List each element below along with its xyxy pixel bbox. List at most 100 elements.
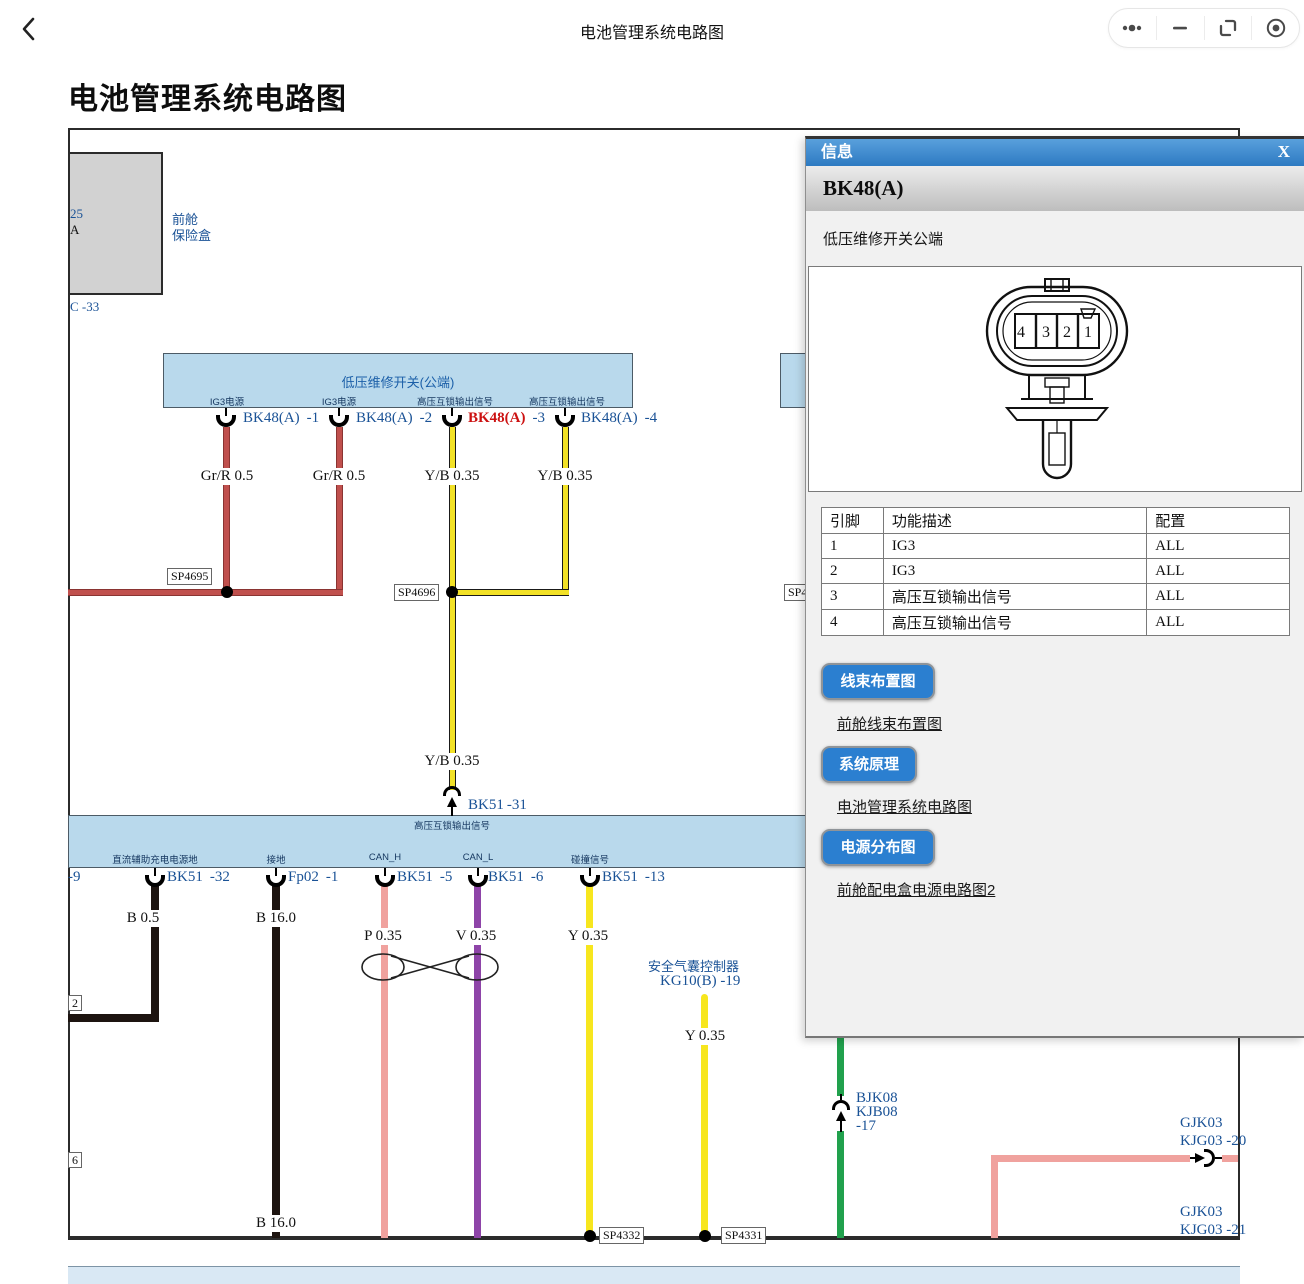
power-distribution-link[interactable]: 前舱配电盒电源电路图2: [837, 882, 996, 899]
page-ref-box-2[interactable]: 2: [68, 995, 82, 1011]
pin-cup-icon: [555, 415, 575, 427]
fusebox-connector-label[interactable]: C -33: [70, 299, 100, 314]
wire-label-b05: B 0.5: [124, 910, 162, 927]
wire-label-p035: P 0.35: [362, 928, 404, 945]
wire-label-yb-2: Y/B 0.35: [535, 468, 595, 485]
pin-label-gjk03-bottom[interactable]: GJK03: [1180, 1204, 1223, 1220]
wire-label-b16-bottom: B 16.0: [253, 1215, 299, 1232]
pin-label-bk51-6[interactable]: BK51-6: [488, 869, 544, 885]
splice-label-sp4332[interactable]: SP4332: [599, 1227, 645, 1244]
pin-label-bjk-17: -17: [856, 1118, 876, 1134]
wire-p035: [381, 886, 388, 1238]
pinout-header-row: 引脚 功能描述 配置: [821, 507, 1290, 534]
pin-stem: [840, 1094, 842, 1100]
wire-label-yb-1: Y/B 0.35: [422, 468, 482, 485]
pin-label-gjk03-top[interactable]: GJK03: [1180, 1115, 1223, 1131]
band1-pin2-signal: IG3电源: [321, 397, 357, 408]
band1-pin1-signal: IG3电源: [209, 397, 245, 408]
capsule-controls: [1108, 8, 1300, 48]
col-header-pin: 引脚: [821, 507, 884, 534]
splice-label-partial[interactable]: SP4: [784, 584, 812, 601]
pin-stem: [1215, 1157, 1222, 1159]
pin-cup-icon: [468, 875, 488, 887]
page-title: 电池管理系统电路图: [68, 83, 347, 116]
wire-yb-link: [452, 589, 569, 596]
wire-yb-3: [449, 427, 456, 790]
harness-layout-link[interactable]: 前舱线束布置图: [837, 716, 943, 733]
pin-label-bk48a-3-selected[interactable]: BK48(A)-3: [468, 410, 545, 426]
splice-label-sp4695[interactable]: SP4695: [167, 568, 213, 585]
wire-pink-right-h: [991, 1155, 1190, 1162]
pin-stem: [477, 868, 479, 876]
pin-cup-icon: [216, 415, 236, 427]
more-button[interactable]: [1109, 16, 1156, 40]
wire-b16: [272, 886, 280, 1238]
splice-label-sp4331[interactable]: SP4331: [721, 1227, 767, 1244]
pin-label-fp02-1[interactable]: Fp02-1: [288, 869, 339, 885]
table-row: 1 IG3 ALL: [821, 533, 1290, 559]
col-header-config: 配置: [1146, 507, 1290, 534]
component-band-lv-service-switch[interactable]: [163, 353, 633, 408]
pin-stem: [338, 408, 340, 416]
pin-cup-icon: [580, 875, 600, 887]
back-button[interactable]: [14, 14, 44, 44]
splice-dot-sp4332: [584, 1230, 596, 1242]
wire-pink-right-stub: [1222, 1155, 1238, 1162]
pin-label-bk51-32[interactable]: BK51-32: [167, 869, 230, 885]
pin-label-bk51-13[interactable]: BK51-13: [602, 869, 665, 885]
pin-label-bk51-31[interactable]: BK51-31: [468, 797, 527, 813]
pin-label-bjk08[interactable]: BJK08: [856, 1090, 898, 1106]
band1-title: 低压维修开关(公端): [341, 375, 455, 390]
power-distribution-button[interactable]: 电源分布图: [821, 829, 935, 866]
wire-green-bottom: [837, 1131, 844, 1238]
record-target-icon: [1266, 18, 1285, 38]
pin-label-bk51-5[interactable]: BK51-5: [397, 869, 453, 885]
bottom-component-band[interactable]: [68, 1266, 1240, 1284]
window-title: 电池管理系统电路图: [579, 25, 724, 42]
col-header-function: 功能描述: [882, 507, 1148, 534]
pin-cup-icon: [145, 875, 165, 887]
fusebox-name-line2: 保险盒: [172, 228, 212, 243]
top-bar: 电池管理系统电路图: [0, 0, 1304, 56]
system-principle-link[interactable]: 电池管理系统电路图: [837, 799, 973, 816]
table-row: 3 高压互锁输出信号 ALL: [821, 583, 1290, 610]
airbag-controller-name[interactable]: 安全气囊控制器: [648, 959, 740, 974]
band2-pin3-signal: CAN_H: [368, 852, 402, 863]
system-principle-button[interactable]: 系统原理: [821, 746, 917, 783]
pin-stem: [451, 408, 453, 416]
band2-pin5-signal: 碰撞信号: [570, 855, 610, 866]
minimize-button[interactable]: [1155, 16, 1204, 40]
pin-label-kg10b-19[interactable]: KG10(B) -19: [660, 973, 741, 989]
connector-description: 低压维修开关公端: [823, 231, 944, 248]
close-capsule-button[interactable]: [1251, 16, 1299, 40]
pin-label-partial-9[interactable]: -9: [68, 869, 81, 885]
connector-figure-box: 4 3 2 1: [808, 266, 1302, 492]
connector-pin-3: 3: [1042, 324, 1050, 341]
terminal-cup-icon: [832, 1100, 850, 1110]
wire-b05-v: [151, 886, 159, 1022]
front-fusebox[interactable]: [68, 152, 163, 295]
wire-yb-4: [562, 427, 569, 595]
restore-button[interactable]: [1203, 16, 1252, 40]
wire-label-b16-top: B 16.0: [253, 910, 299, 927]
pin-label-kjg03-21[interactable]: KJG03 -21: [1180, 1222, 1247, 1238]
wire-y035-1: [586, 886, 593, 1238]
pin-label-kjg03-20[interactable]: KJG03 -20: [1180, 1133, 1247, 1149]
splice-dot-sp4331: [699, 1230, 711, 1242]
pin-label-bk48a-2[interactable]: BK48(A)-2: [356, 410, 433, 426]
pin-stem: [564, 408, 566, 416]
wire-label-y035-1: Y 0.35: [565, 928, 611, 945]
pinout-table: 引脚 功能描述 配置 1 IG3 ALL 2 IG3 ALL 3 高压互锁输出信…: [821, 507, 1290, 636]
info-panel-header: 信息: [806, 139, 1304, 166]
pin-label-bk48a-4[interactable]: BK48(A)-4: [581, 410, 658, 426]
wire-label-v035: V 0.35: [453, 928, 499, 945]
harness-layout-button[interactable]: 线束布置图: [821, 663, 935, 700]
page-ref-box-6[interactable]: 6: [68, 1152, 82, 1168]
splice-label-sp4696[interactable]: SP4696: [394, 584, 440, 601]
pin-label-kjb08[interactable]: KJB08: [856, 1104, 898, 1120]
pin-label-bk48a-1[interactable]: BK48(A)-1: [243, 410, 320, 426]
close-icon[interactable]: X: [1277, 142, 1290, 161]
wire-v035: [474, 886, 481, 1238]
pin-stem: [589, 868, 591, 876]
back-chevron-icon: [22, 17, 35, 41]
